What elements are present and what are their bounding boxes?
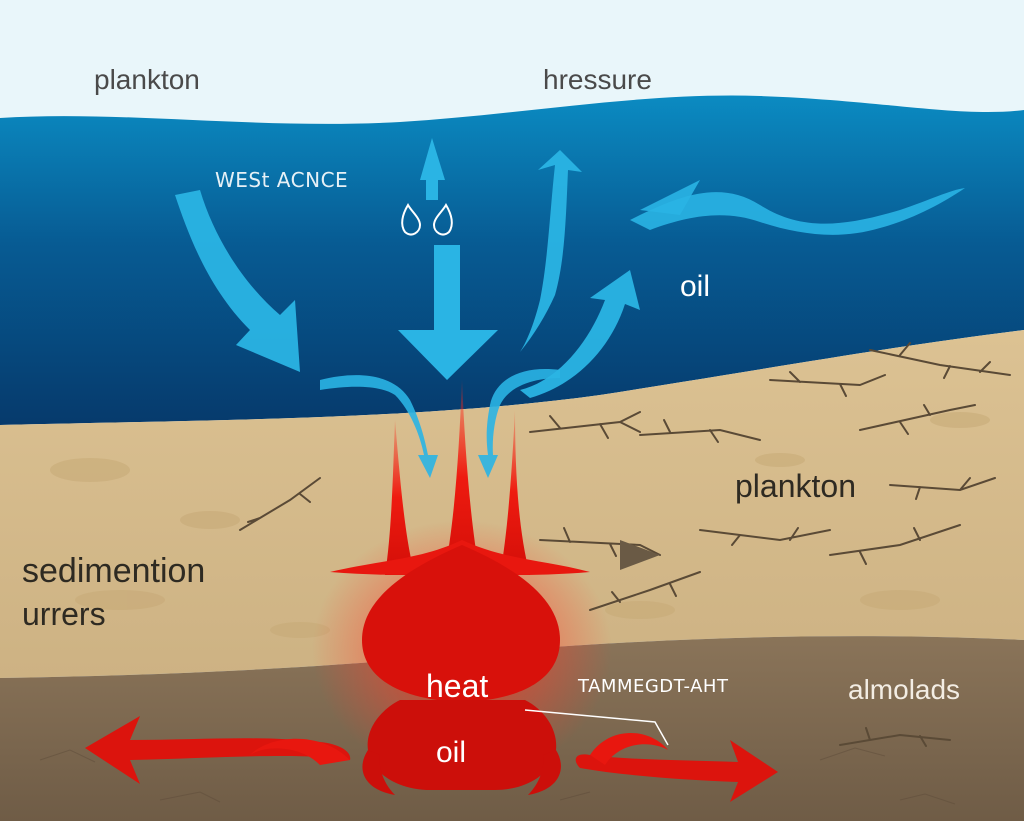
pressure-label: hressure <box>543 64 652 95</box>
drop-icon <box>401 203 453 236</box>
fossil-arrow-icon <box>620 540 660 570</box>
side-arrow-icon <box>85 716 778 802</box>
sediment-label-line2: urrers <box>22 596 106 632</box>
plankton-top-label: plankton <box>94 64 200 95</box>
heat-plume-icon <box>330 380 590 795</box>
up-arrow-icon <box>420 138 965 398</box>
rock-texture <box>39 747 956 805</box>
heat-label: heat <box>426 668 489 704</box>
plankton-sediment-label: plankton <box>735 468 856 504</box>
sediment-label-line1: sedimention <box>22 552 206 590</box>
fossil-icon <box>239 342 1011 747</box>
oil-water-label: oil <box>680 270 711 303</box>
oil-bottom-label: oil <box>436 736 467 769</box>
water-caption: WESt ACNCE <box>215 168 349 192</box>
rock-caption: almolads <box>848 674 961 705</box>
small-caption: TAMMEGDT-AHT <box>578 676 729 697</box>
down-arrow-icon <box>175 190 560 478</box>
caption-leader-line <box>524 709 669 746</box>
